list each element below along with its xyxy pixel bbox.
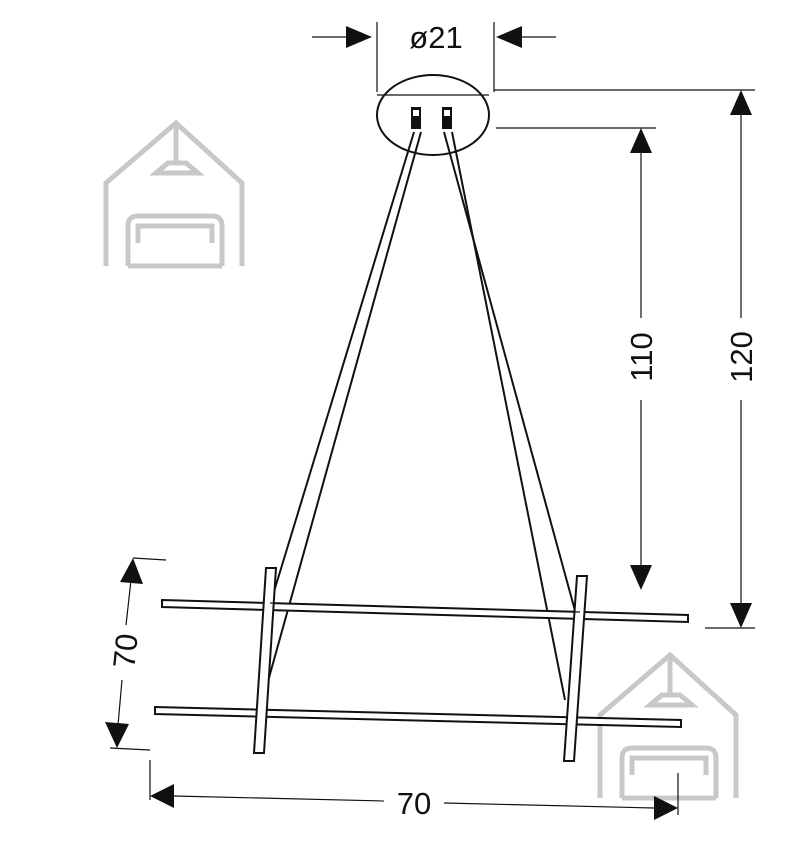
horizontal-bar-bottom <box>154 705 682 729</box>
cable-back-right <box>451 131 566 701</box>
watermark-logo-top <box>103 119 245 269</box>
watermark-logo-bottom <box>597 651 739 801</box>
dimension-cable-length: 110 <box>496 127 659 590</box>
dimension-total-height: 120 <box>494 89 759 629</box>
vertical-bar-right <box>562 575 589 762</box>
cable-front-left <box>268 131 415 609</box>
cable-front-right <box>443 131 578 619</box>
dimension-label-diameter: ø21 <box>409 20 462 55</box>
lamp-frame <box>154 567 689 762</box>
dimension-label-cable-length: 110 <box>624 332 659 381</box>
cable-clamp-right <box>442 107 452 129</box>
suspension-cables <box>259 131 578 711</box>
dimension-label-frame-width: 70 <box>397 786 431 821</box>
dimension-label-total-height: 120 <box>724 331 759 383</box>
house-lamp-sofa-icon <box>597 651 739 801</box>
vertical-bar-left <box>252 567 278 754</box>
dimension-frame-width: 70 <box>149 760 679 821</box>
dimension-label-frame-depth: 70 <box>106 632 144 670</box>
cable-clamp-left <box>411 107 421 129</box>
horizontal-bar-top <box>161 598 689 624</box>
dimension-canopy-diameter: ø21 <box>312 20 556 92</box>
cable-back-left <box>259 131 422 711</box>
house-lamp-sofa-icon <box>103 119 245 269</box>
dimension-frame-depth: 70 <box>105 557 167 751</box>
ceiling-canopy <box>376 74 490 156</box>
